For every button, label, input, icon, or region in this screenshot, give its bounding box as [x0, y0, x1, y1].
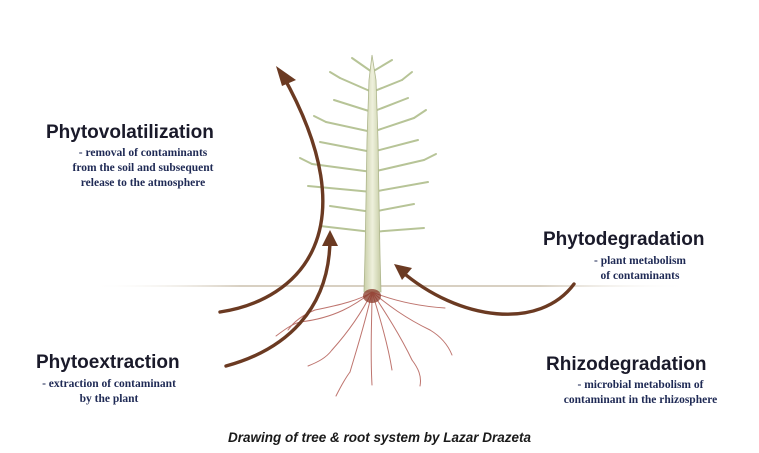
phytovolatilization-description: - removal of contaminants from the soil …	[38, 146, 248, 191]
rhizodegradation-description: - microbial metabolism of contaminant in…	[528, 378, 753, 408]
phytovolatilization-arrowhead	[276, 66, 296, 86]
root-crown	[363, 289, 381, 303]
phytodegradation-title: Phytodegradation	[543, 229, 705, 251]
phytovolatilization-title: Phytovolatilization	[46, 122, 214, 144]
desc-line: - microbial metabolism of	[528, 378, 753, 393]
phytoextraction-title: Phytoextraction	[36, 352, 180, 374]
desc-line: of contaminants	[560, 269, 720, 284]
phytoextraction-arrowhead	[322, 230, 338, 246]
desc-line: - removal of contaminants	[38, 146, 248, 161]
drawing-credit: Drawing of tree & root system by Lazar D…	[0, 430, 759, 445]
phytovolatilization-arrow	[220, 74, 323, 312]
ground-line	[90, 285, 690, 287]
phytodegradation-description: - plant metabolism of contaminants	[560, 254, 720, 284]
desc-line: contaminant in the rhizosphere	[528, 393, 753, 408]
phytoextraction-arrow	[226, 238, 330, 366]
desc-line: release to the atmosphere	[38, 176, 248, 191]
desc-line: - extraction of contaminant	[14, 377, 204, 392]
phytoextraction-description: - extraction of contaminant by the plant	[14, 377, 204, 407]
desc-line: by the plant	[14, 392, 204, 407]
desc-line: from the soil and subsequent	[38, 161, 248, 176]
rhizodegradation-title: Rhizodegradation	[546, 354, 706, 376]
phytodegradation-arrow	[400, 270, 574, 314]
desc-line: - plant metabolism	[560, 254, 720, 269]
tree-roots	[276, 292, 452, 396]
